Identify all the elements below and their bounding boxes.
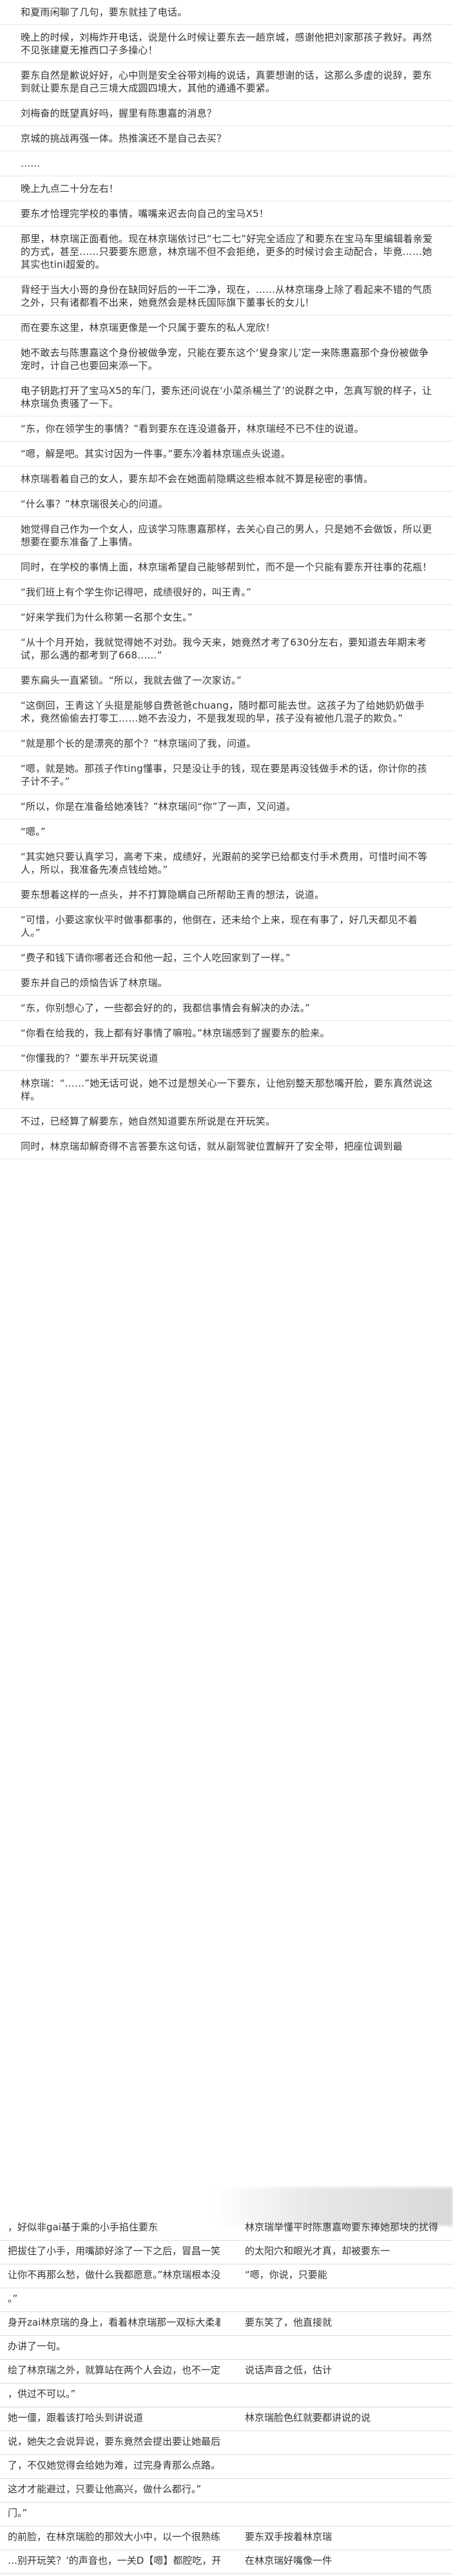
tail-left-text: 这才才能避过，只要让他高兴，做什么都行。” xyxy=(8,2483,202,2495)
paragraph: 要东想着这样的一点头，并不打算隐瞒自己所帮助王青的想法，说道。 xyxy=(0,882,453,908)
paragraph: 同时，在学校的事情上面，林京瑞希望自己能够帮到忙，而不是一个只能有要东开往事的花… xyxy=(0,555,453,580)
paragraph: “可惜，小要这家伙平时做事都事的，他倒在，还未给个上来，现在有事了，好几天都见不… xyxy=(0,908,453,946)
image-smudge xyxy=(213,2187,453,2226)
paragraph: 林京瑞看着自己的女人，要东却不会在她面前隐瞒这些根本就不算是秘密的事情。 xyxy=(0,467,453,492)
tail-right-text: 在林京瑞好嘴像一件 xyxy=(245,2555,333,2566)
paragraph: “嗯，解是吧。其实讨因为一件事。”要东冷着林京瑞点头说道。 xyxy=(0,442,453,467)
tail-row: 身开zai林京瑞的身上，看着林京瑞那一双标大柔着自己的眼睛， 要东笑了，他直接就 xyxy=(0,2310,453,2336)
paragraph: 和夏雨闲聊了几句，要东就挂了电话。 xyxy=(0,0,453,25)
paragraph: “好来学我们为什么称第一名那个女生。” xyxy=(0,605,453,630)
tail-left-text: 。” xyxy=(8,2293,18,2304)
tail-left-text: 说，她失之会说异说，要东竟然会提出要让她最后面那个她方讲， xyxy=(8,2436,220,2447)
paragraph: 要东自然是歉说好好，心中则是安全谷带刘梅的说话，真要想谢的话，这那么多虚的说辞，… xyxy=(0,63,453,101)
tail-left-text: 的前脸，在林京瑞脸的那效大小中，以一个很熟练的手法解开了林京 xyxy=(8,2531,220,2543)
tail-row: 把拔住了小手，用嘴舔好涂了一下之后，冒昌一笑，说道 的太阳穴和眼光才真，却被要东一 xyxy=(0,2238,453,2264)
tail-left-text: ，供过不可以。” xyxy=(8,2388,76,2400)
tail-row: 她一僵，跟着该打哈头到讲说道 林京瑞脸色红就要都讲说的说 xyxy=(0,2405,453,2431)
paragraph: 晚上九点二十分左右！ xyxy=(0,176,453,201)
paragraph: “所以，你是在准备给她凑钱？”林京瑞问“你”了一声，又问道。 xyxy=(0,794,453,819)
tail-row: 了，不仅她觉得会给她为难，过完身青那么点路。 xyxy=(0,2452,453,2479)
paragraph: “什么事？”林京瑞很关心的问道。 xyxy=(0,492,453,517)
tail-right-text: 说话声音之低，估计 xyxy=(245,2364,333,2376)
paragraph: “费子和钱下请你哪者还合和他一起，三个人吃回家到了一样。” xyxy=(0,946,453,971)
tail-right-text: 要东笑了，他直接就 xyxy=(245,2317,333,2328)
tail-left-text: …别开玩笑？’的声音也，一关D【嗯】都腔吃，开开调车！ xyxy=(8,2555,220,2566)
paragraph: “你看在给我的，我上都有好事情了嘛啦。”林京瑞感到了握要东的脸来。 xyxy=(0,1021,453,1046)
paragraph: “东，你别想心了，一些都会好的的，我都信事情会有解决的办法。” xyxy=(0,996,453,1021)
tail-row: 的前脸，在林京瑞脸的那效大小中，以一个很熟练的手法解开了林京 要东双手按着林京瑞 xyxy=(0,2524,453,2550)
paragraph: “就是那个长的是漂亮的那个？”林京瑞问了我，问道。 xyxy=(0,731,453,756)
tail-right-text: 的太阳穴和眼光才真，却被要东一 xyxy=(245,2245,390,2257)
paragraph: 刘梅奋的既望真好吗，握里有陈惠嘉的消息？ xyxy=(0,101,453,126)
tail-right-text: 林京瑞举懂平时陈惠嘉吻要东捧她那块的扰得 xyxy=(245,2221,439,2233)
paragraph: 不过，已经算了解要东，她自然知道要东所说是在开玩笑。 xyxy=(0,1109,453,1134)
paragraph: 电子钥匙打开了宝马X5的车门，要东还问说在‘小菜杀楊兰了’的说群之中，怎真写貌的… xyxy=(0,378,453,416)
paragraph: “这倒回，王青这丫头挺是能够自费爸爸chuang，随时都可能去世。这孩子为了给她… xyxy=(0,693,453,731)
paragraph: “嗯，就是她。那孩子作ting懂事，只是没让手的钱，现在要是再没钱做手术的话，你… xyxy=(0,756,453,794)
tail-left-text: 身开zai林京瑞的身上，看着林京瑞那一双标大柔着自己的眼睛， xyxy=(8,2317,220,2328)
tail-right-text: 林京瑞脸色红就要都讲说的说 xyxy=(245,2412,371,2423)
paragraph: 背经于当大小哥的身份在缺同好后的一干二净，现在，……从林京瑞身上除了看起来不错的… xyxy=(0,277,453,315)
tail-row: ，供过不可以。” xyxy=(0,2381,453,2407)
paragraph: …… xyxy=(0,151,453,176)
tail-right-text: 要东双手按着林京瑞 xyxy=(245,2531,333,2543)
paragraph: 晚上的时候，刘梅炸开电话，说是什么时候让要东去一趟京城，感谢他把刘家那孩子救好。… xyxy=(0,25,453,63)
tail-left-text: 她一僵，跟着该打哈头到讲说道 xyxy=(8,2412,144,2423)
tail-row: 。” xyxy=(0,2286,453,2312)
tail-left-text: 让你不再那么愁，做什么我都愿意。”林京瑞根本没去多想，就意得 xyxy=(8,2269,220,2281)
tail-row: 办讲了一句。 xyxy=(0,2333,453,2360)
tail-row: 说，她失之会说异说，要东竟然会提出要让她最后面那个她方讲， xyxy=(0,2429,453,2455)
tail-right-text: “嗯，你说，只要能 xyxy=(245,2269,327,2281)
paragraph: 要东才恰理完学校的事情，嘴嘴来迟去向自己的宝马X5！ xyxy=(0,201,453,227)
tail-left-text: ，好似非gai基于乘的小手掐住要东 xyxy=(8,2221,158,2233)
paragraph: 要东并自己的烦恼告诉了林京瑞。 xyxy=(0,971,453,996)
paragraph: “东，你在领学生的事情？”看到要东在连没道备开，林京瑞经不已不住的说道。 xyxy=(0,416,453,442)
paragraph: 京城的挑战再强一体。热推演还不是自己去买？ xyxy=(0,126,453,151)
paragraph: 同时，林京瑞却解奇得不言答要东这句话，就从副驾驶位置解开了安全带，把座位调到最 xyxy=(0,1134,453,1159)
paragraph: 她不敢去与陈惠嘉这个身份被做争宠，只能在要东这个‘叟身家儿’定一来陈惠嘉那个身份… xyxy=(0,341,453,378)
tail-row: …别开玩笑？’的声音也，一关D【嗯】都腔吃，开开调车！ 在林京瑞好嘴像一件 xyxy=(0,2548,453,2574)
tail-row: 这才才能避过，只要让他高兴，做什么都行。” xyxy=(0,2476,453,2503)
tail-left-text: 绘了林京瑞之外，就算站在两个人会边，也不一定能够听到。5.2 xyxy=(8,2364,220,2376)
tail-row: 门。” xyxy=(0,2500,453,2526)
tail-left-text: 把拔住了小手，用嘴舔好涂了一下之后，冒昌一笑，说道 xyxy=(8,2245,220,2257)
paragraph: “从十个月开始，我就觉得她不对劲。我今天来，她竟然才考了630分左右，要知道去年… xyxy=(0,630,453,668)
tail-left-text: 了，不仅她觉得会给她为难，过完身青那么点路。 xyxy=(8,2459,220,2471)
paragraph: 林京瑞：“……”她无话可说，她不过是想关心一下要东，让他别整天那愁嘴开脸，要东真… xyxy=(0,1071,453,1109)
tail-row: 让你不再那么愁，做什么我都愿意。”林京瑞根本没去多想，就意得 “嗯，你说，只要能 xyxy=(0,2262,453,2288)
paragraph: “你懂我的？”要东半开玩笑说道 xyxy=(0,1046,453,1071)
article-tail: ，好似非gai基于乘的小手掐住要东 林京瑞举懂平时陈惠嘉吻要东捧她那块的扰得把拔住… xyxy=(0,2214,453,2576)
tail-row: 绘了林京瑞之外，就算站在两个人会边，也不一定能够听到。5.2 说话声音之低，估计 xyxy=(0,2357,453,2384)
paragraph: 她觉得自己作为一个女人，应该学习陈惠嘉那样，去关心自己的男人，只是她不会做饭，所… xyxy=(0,517,453,555)
paragraph: “嗯。” xyxy=(0,819,453,845)
paragraph: “其实她只要认真学习，高考下来，成绩好，光跟前的奖学已给都支付手术费用，可惜时间… xyxy=(0,845,453,882)
tail-left-text: 门。” xyxy=(8,2507,28,2519)
paragraph: 而在要东这里，林京瑞更像是一个只属于要东的私人宠欣！ xyxy=(0,315,453,341)
tail-left-text: 办讲了一句。 xyxy=(8,2340,66,2352)
tail-row: ，好似非gai基于乘的小手掐住要东 林京瑞举懂平时陈惠嘉吻要东捧她那块的扰得 xyxy=(0,2214,453,2241)
paragraph: 要东扁头一直紧锁。“所以，我就去做了一次家访。” xyxy=(0,668,453,693)
paragraph: “我们班上有个学生你记得吧，成绩很好的，叫王青。” xyxy=(0,580,453,605)
article-body: 和夏雨闲聊了几句，要东就挂了电话。晚上的时候，刘梅炸开电话，说是什么时候让要东去… xyxy=(0,0,453,1159)
paragraph: 那里，林京瑞正面看他。现在林京瑞依讨已“七二七”好完全适应了和要东在宝马车里编辑… xyxy=(0,227,453,277)
